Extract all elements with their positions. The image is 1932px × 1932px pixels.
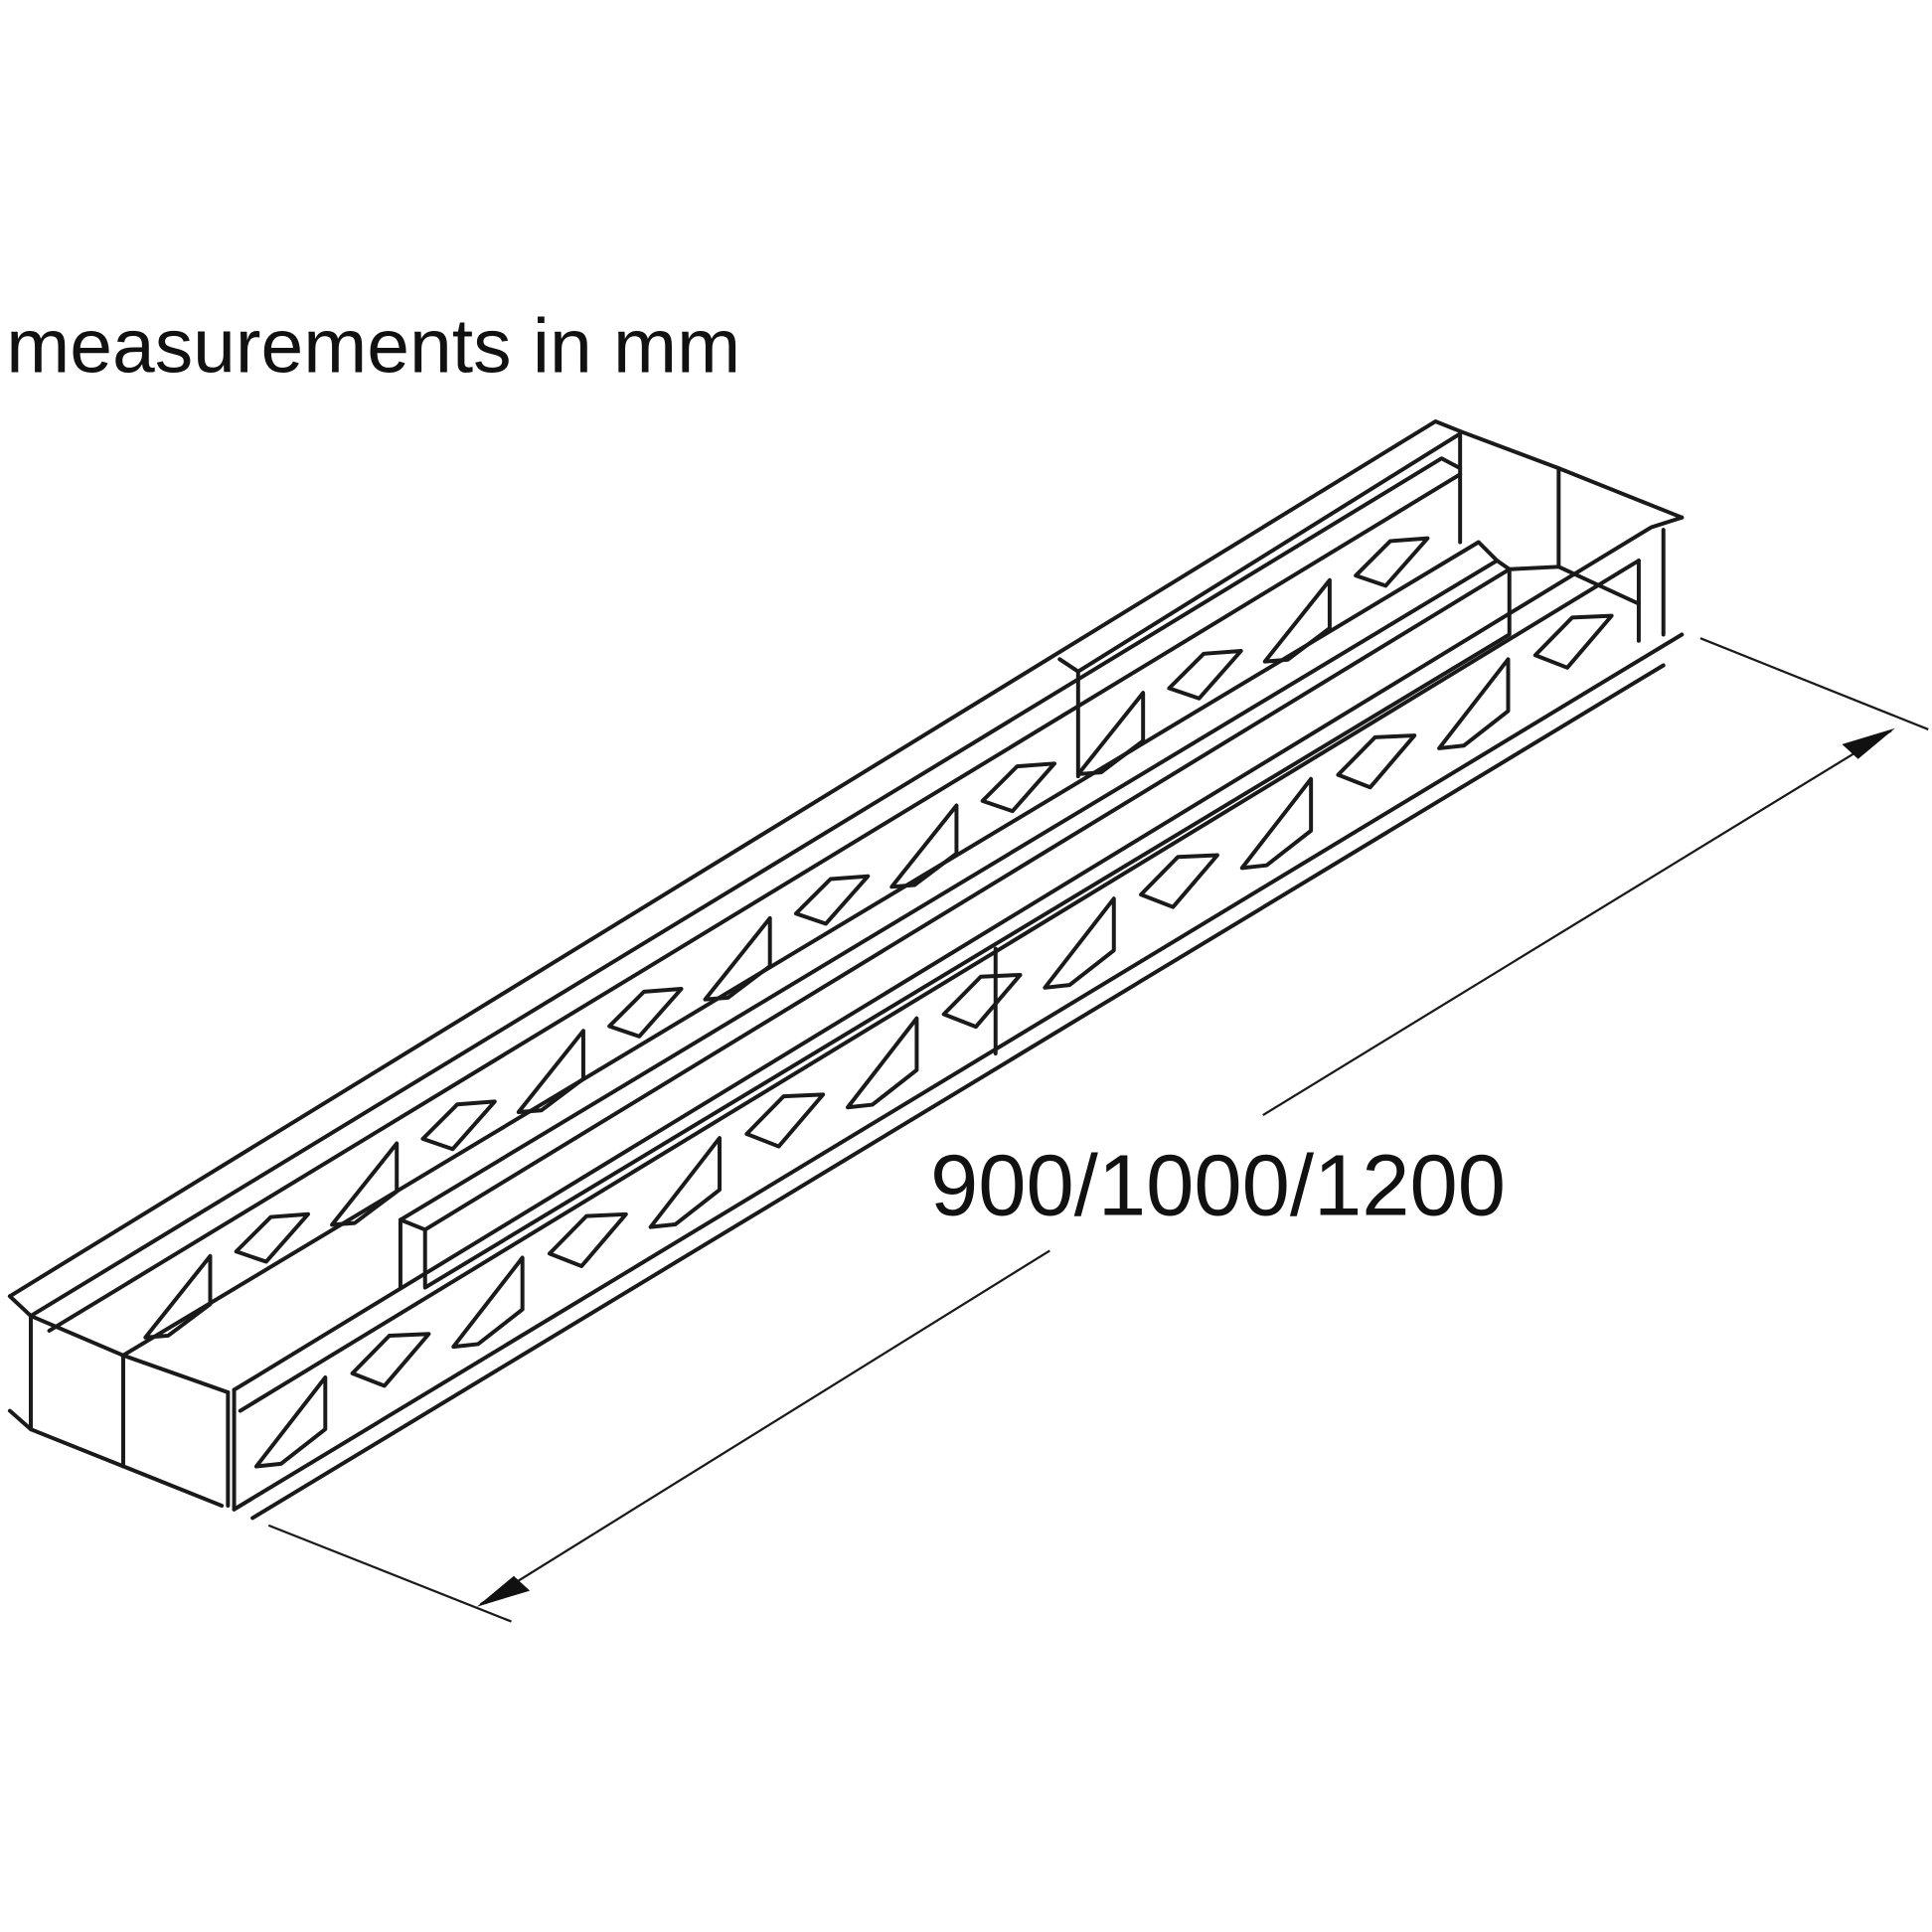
truss-cutout (1239, 776, 1314, 871)
truss-cutout (889, 803, 959, 889)
truss-cutout (1262, 577, 1332, 664)
dimension-line-upper (1262, 729, 1892, 1116)
truss-cutout (648, 1136, 723, 1229)
truss-cutout (1076, 691, 1146, 776)
truss-cutout (845, 1016, 919, 1110)
length-dimension-label: 900/1000/1200 (930, 1137, 1506, 1233)
truss-cutout (451, 1255, 525, 1350)
truss-cutout (1532, 613, 1614, 670)
drawer-basket (7, 419, 1685, 1521)
truss-cutout (350, 1332, 431, 1388)
truss-cutout (1336, 733, 1417, 790)
truss-cutout (1043, 896, 1116, 990)
dimension-line-lower (479, 1249, 1050, 1606)
extension-line-left (267, 1524, 512, 1623)
truss-cutout (980, 761, 1056, 814)
truss-cutout (420, 1099, 497, 1152)
arrowhead-left (476, 1575, 531, 1607)
truss-cutout (547, 1211, 628, 1269)
truss-cutout (516, 1029, 585, 1114)
truss-cutout (1354, 536, 1430, 588)
truss-cutout (143, 1253, 213, 1340)
extension-line-right (1699, 637, 1929, 730)
truss-cutout (703, 915, 772, 1002)
truss-cutout (941, 972, 1023, 1030)
arrowhead-right (1842, 727, 1895, 759)
measurement-note: measurements in mm (6, 303, 740, 389)
truss-cutout (234, 1211, 311, 1264)
truss-cutout (330, 1141, 400, 1227)
truss-cutout (793, 874, 871, 926)
dimension-lines (267, 637, 1929, 1623)
truss-cutout (744, 1092, 826, 1149)
truss-cutout (1139, 853, 1219, 909)
truss-cutout (1437, 657, 1511, 750)
truss-cutout (1167, 648, 1243, 701)
truss-cutout (253, 1374, 328, 1469)
truss-cutout (607, 987, 684, 1039)
